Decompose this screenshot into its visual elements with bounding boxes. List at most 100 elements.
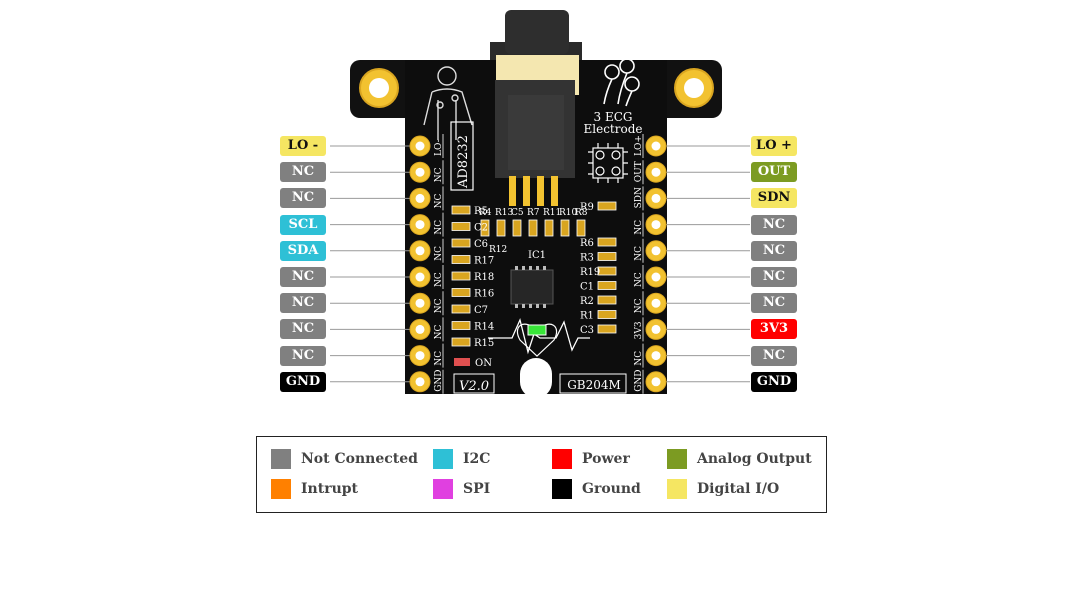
right-pin-hole xyxy=(651,193,661,203)
left-component xyxy=(451,205,471,215)
right-pin-hole xyxy=(651,272,661,282)
right-pin-hole xyxy=(651,246,661,256)
left-silk-label: NC xyxy=(434,325,444,340)
right-silk-label: LO+ xyxy=(634,135,644,156)
legend-swatch xyxy=(433,479,453,499)
left-component xyxy=(451,222,471,231)
left-silk-label: NC xyxy=(434,220,444,235)
legend-label: Not Connected xyxy=(301,451,418,467)
right-pin-hole xyxy=(651,220,661,230)
left-component-label: C2 xyxy=(474,223,488,234)
left-silk-label: LO- xyxy=(434,139,444,156)
right-pin-label: NC xyxy=(751,293,797,314)
r12-label: R12 xyxy=(489,245,507,255)
right-pin-hole xyxy=(651,141,661,151)
right-pin-hole xyxy=(651,351,661,361)
top-component-label: R11 xyxy=(543,208,561,218)
right-component-label: C1 xyxy=(580,282,594,293)
right-silk-label: GND xyxy=(634,370,644,392)
right-component-label: R19 xyxy=(580,267,600,278)
left-silk-label: GND xyxy=(434,370,444,392)
electrode-icon xyxy=(603,58,640,107)
chip-name: AD8232 xyxy=(456,135,471,189)
legend-label: Power xyxy=(582,451,630,467)
left-component-label: R15 xyxy=(474,338,494,349)
board-version: V2.0 xyxy=(459,379,489,394)
legend-item-i2c: I2C xyxy=(433,449,490,469)
right-pin-label: LO + xyxy=(751,136,797,156)
left-pin-hole xyxy=(415,167,425,177)
left-pin-hole xyxy=(415,298,425,308)
right-component xyxy=(597,252,617,261)
connector-label-line1: 3 ECG xyxy=(594,110,633,124)
connector-label-line2: Electrode xyxy=(584,122,643,136)
right-silk-label: NC xyxy=(634,220,644,235)
left-pin-label: LO - xyxy=(280,136,326,156)
legend-item-digital: Digital I/O xyxy=(667,479,779,499)
legend-item-spi: SPI xyxy=(433,479,490,499)
left-pin-label: NC xyxy=(280,293,326,314)
legend-label: Analog Output xyxy=(697,451,812,467)
heartbeat-trace-icon xyxy=(488,318,590,355)
legend-label: I2C xyxy=(463,451,491,467)
right-pin-label: OUT xyxy=(751,162,797,183)
left-component xyxy=(451,238,471,248)
right-component-label: C3 xyxy=(580,325,594,336)
right-silk-label: NC xyxy=(634,246,644,261)
right-component-label: R1 xyxy=(580,311,594,322)
right-pin-label: SDN xyxy=(751,188,797,209)
board-model: GB204M xyxy=(567,378,621,392)
status-led xyxy=(527,324,547,336)
audio-jack-connector xyxy=(490,10,582,206)
left-component-label: C7 xyxy=(474,305,488,316)
right-component xyxy=(597,237,617,247)
right-silk-label: NC xyxy=(634,351,644,366)
legend-swatch xyxy=(667,449,687,469)
left-component-label: R18 xyxy=(474,272,494,283)
right-component-label: R6 xyxy=(580,238,594,249)
legend-item-analog: Analog Output xyxy=(667,449,812,469)
top-component-label: R10 xyxy=(559,208,578,218)
left-pin-label: NC xyxy=(280,188,326,209)
right-pin-hole xyxy=(651,298,661,308)
left-component-label: R16 xyxy=(474,289,494,300)
left-pin-hole xyxy=(415,272,425,282)
top-component-label: R13 xyxy=(495,208,514,218)
right-silk-label: OUT xyxy=(634,161,644,182)
left-silk-label: NC xyxy=(434,194,444,209)
right-component-label: R9 xyxy=(580,202,594,213)
right-component-label: R2 xyxy=(580,296,594,307)
legend-swatch xyxy=(271,479,291,499)
top-component-label: R7 xyxy=(527,208,540,218)
legend-swatch xyxy=(433,449,453,469)
right-component xyxy=(597,295,617,305)
ic1-label: IC1 xyxy=(528,250,546,261)
left-component xyxy=(451,304,471,314)
legend-swatch xyxy=(667,479,687,499)
left-pin-hole xyxy=(415,377,425,387)
led-on-label: ON xyxy=(475,358,492,369)
left-pin-hole xyxy=(415,220,425,230)
left-pin-label: NC xyxy=(280,267,326,287)
right-pin-label: 3V3 xyxy=(751,319,797,340)
top-resistor xyxy=(480,219,490,237)
legend-item-nc: Not Connected xyxy=(271,449,418,469)
right-pin-hole xyxy=(651,324,661,334)
left-pin-hole xyxy=(415,193,425,203)
top-resistor xyxy=(512,219,522,237)
right-pin-label: NC xyxy=(751,214,797,235)
top-resistor xyxy=(528,219,538,237)
left-pin-hole xyxy=(415,246,425,256)
left-pin-label: NC xyxy=(280,345,326,366)
left-pin-hole xyxy=(415,141,425,151)
legend-label: Intrupt xyxy=(301,481,359,497)
chip-name-box xyxy=(450,121,474,191)
right-component xyxy=(597,324,617,334)
left-pin-label: NC xyxy=(280,162,326,183)
right-silk-label: 3V3 xyxy=(634,321,644,339)
left-pin-label: SDA xyxy=(280,240,326,261)
right-component xyxy=(597,201,617,211)
right-component-label: R3 xyxy=(580,253,594,264)
right-silk-label: SDN xyxy=(634,187,644,208)
